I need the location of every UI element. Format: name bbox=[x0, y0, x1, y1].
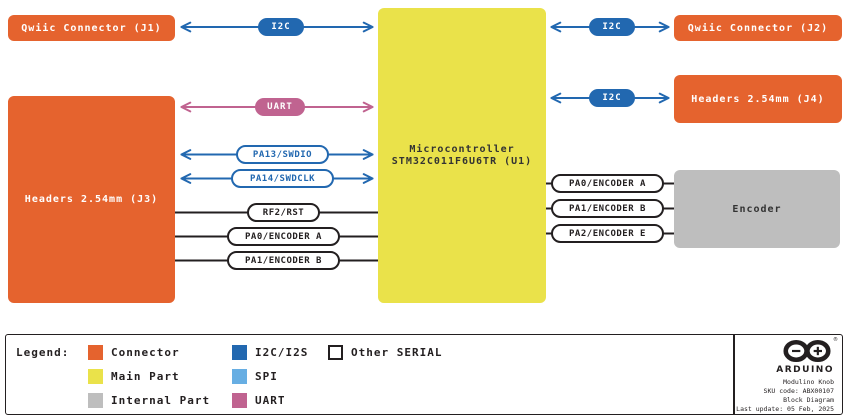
pin-pill-pa13-swdio: PA13/SWDIO bbox=[236, 145, 329, 164]
pin-pill-pa1-encoder-b-right: PA1/ENCODER B bbox=[551, 199, 664, 218]
pin-pill-pa0-encoder-a-left: PA0/ENCODER A bbox=[227, 227, 340, 246]
legend-item-spi: SPI bbox=[232, 369, 278, 384]
block-qwiic-connector-j1: Qwiic Connector (J1) bbox=[8, 15, 175, 41]
pin-pill-pa0-encoder-a-right: PA0/ENCODER A bbox=[551, 174, 664, 193]
registered-trademark-symbol: ® bbox=[833, 337, 838, 343]
legend-item-main-part: Main Part bbox=[88, 369, 180, 384]
document-info: Modulino Knob SKU code: ABX00107 Block D… bbox=[735, 378, 834, 414]
pin-pill-pa2-encoder-e-right: PA2/ENCODER E bbox=[551, 224, 664, 243]
legend-label: Internal Part bbox=[111, 394, 211, 407]
legend-label: Other SERIAL bbox=[351, 346, 443, 359]
legend-item-uart: UART bbox=[232, 393, 286, 408]
legend-item-connector: Connector bbox=[88, 345, 180, 360]
block-headers-j3: Headers 2.54mm (J3) bbox=[8, 96, 175, 303]
main-part-color-swatch bbox=[88, 369, 103, 384]
bus-badge-i2c-j4: I2C bbox=[589, 89, 635, 107]
block-microcontroller: Microcontroller STM32C011F6U6TR (U1) bbox=[378, 8, 546, 303]
microcontroller-label-line1: Microcontroller bbox=[409, 143, 515, 155]
spi-color-swatch bbox=[232, 369, 247, 384]
other-serial-color-swatch bbox=[328, 345, 343, 360]
legend-label: UART bbox=[255, 394, 286, 407]
legend-label: SPI bbox=[255, 370, 278, 383]
internal-part-color-swatch bbox=[88, 393, 103, 408]
document-type: Block Diagram bbox=[783, 396, 834, 404]
block-encoder: Encoder bbox=[674, 170, 840, 248]
legend-item-other-serial: Other SERIAL bbox=[328, 345, 442, 360]
bus-badge-uart: UART bbox=[255, 98, 305, 116]
bus-badge-i2c-j1: I2C bbox=[258, 18, 304, 36]
arduino-logo: ® bbox=[782, 337, 838, 367]
brand-name: ARDUINO bbox=[776, 365, 834, 375]
legend-title: Legend: bbox=[16, 346, 70, 359]
brand-footer: ® ARDUINO Modulino Knob SKU code: ABX001… bbox=[735, 335, 842, 414]
bus-badge-i2c-j2: I2C bbox=[589, 18, 635, 36]
pin-pill-pa14-swdclk: PA14/SWDCLK bbox=[231, 169, 334, 188]
block-headers-j4: Headers 2.54mm (J4) bbox=[674, 75, 842, 123]
last-update: Last update: 05 Feb, 2025 bbox=[736, 405, 834, 413]
connector-color-swatch bbox=[88, 345, 103, 360]
arduino-infinity-icon bbox=[783, 339, 831, 363]
pin-pill-rf2-rst: RF2/RST bbox=[247, 203, 320, 222]
legend-item-i2c-i2s: I2C/I2S bbox=[232, 345, 308, 360]
legend-box: Legend: Connector Main Part Internal Par… bbox=[5, 334, 843, 415]
legend-divider bbox=[733, 335, 735, 414]
uart-color-swatch bbox=[232, 393, 247, 408]
legend-label: Connector bbox=[111, 346, 180, 359]
pin-pill-pa1-encoder-b-left: PA1/ENCODER B bbox=[227, 251, 340, 270]
legend-item-internal-part: Internal Part bbox=[88, 393, 210, 408]
block-qwiic-connector-j2: Qwiic Connector (J2) bbox=[674, 15, 842, 41]
legend-label: I2C/I2S bbox=[255, 346, 309, 359]
i2c-i2s-color-swatch bbox=[232, 345, 247, 360]
microcontroller-label-line2: STM32C011F6U6TR (U1) bbox=[391, 155, 533, 167]
legend-label: Main Part bbox=[111, 370, 180, 383]
product-name: Modulino Knob bbox=[783, 378, 834, 386]
sku-code: SKU code: ABX00107 bbox=[763, 387, 834, 395]
